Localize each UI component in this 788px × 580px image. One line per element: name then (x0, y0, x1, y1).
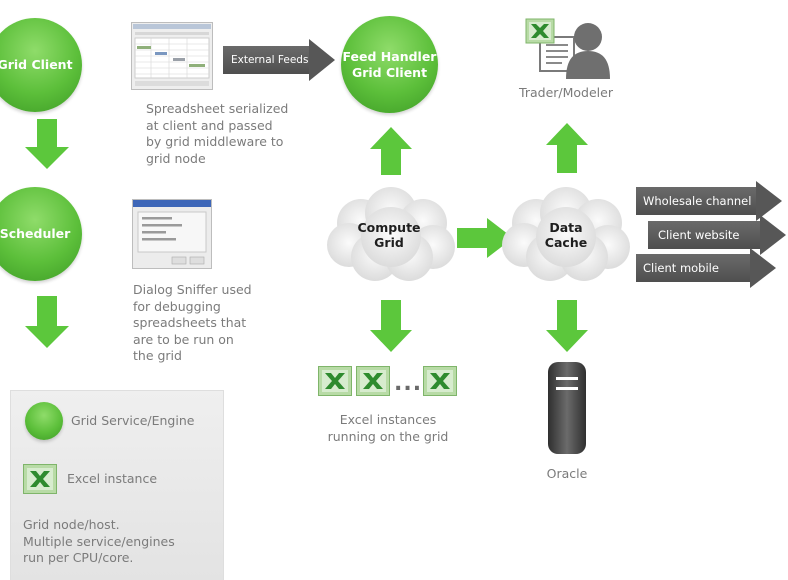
feed-handler-label: Feed Handler Grid Client (342, 48, 437, 80)
data-cache-label: Data Cache (544, 220, 588, 250)
compute-grid-cloud-icon (327, 187, 455, 281)
external-feeds-label: External Feeds (231, 54, 309, 66)
legend-grid-service-icon (25, 402, 63, 440)
legend-excel-label: Excel instance (67, 471, 158, 486)
trader-modeler-caption: Trader/Modeler (519, 85, 613, 100)
ellipsis-text: ... (394, 371, 423, 396)
client-website-arrow: Client website (648, 215, 788, 255)
down-arrow-icon (546, 300, 588, 352)
excel-icon (423, 366, 457, 396)
client-mobile-label: Client mobile (643, 261, 719, 275)
wholesale-channel-arrow: Wholesale channel (636, 181, 788, 221)
legend-panel: Grid Service/Engine Excel instance Grid … (10, 390, 224, 580)
trader-modeler-icon (525, 18, 610, 79)
legend-grid-service-label: Grid Service/Engine (71, 413, 195, 428)
excel-icon (356, 366, 390, 396)
data-cache-cloud-icon (502, 187, 630, 281)
client-website-label: Client website (658, 228, 740, 242)
excel-icon (318, 366, 352, 396)
feed-handler-node: Feed Handler Grid Client (341, 16, 438, 113)
spreadsheet-caption: Spreadsheet serialized at client and pas… (146, 101, 289, 166)
scheduler-node: Scheduler (0, 187, 82, 281)
grid-client-label: Grid Client (0, 57, 73, 72)
spreadsheet-screenshot-icon (131, 22, 213, 90)
down-arrow-icon (25, 119, 69, 169)
dialog-sniffer-caption: Dialog Sniffer used for debugging spread… (133, 282, 252, 363)
down-arrow-icon (25, 296, 69, 348)
legend-note: Grid node/host. Multiple service/engines… (23, 517, 175, 565)
external-feeds-arrow: External Feeds (223, 39, 335, 81)
up-arrow-icon (370, 127, 412, 175)
legend-excel-icon (23, 464, 57, 494)
right-arrow-icon (457, 218, 513, 258)
compute-grid-label: Compute Grid (357, 220, 421, 250)
down-arrow-icon (370, 300, 412, 352)
scheduler-label: Scheduler (0, 226, 71, 241)
up-arrow-icon (546, 123, 588, 173)
wholesale-channel-label: Wholesale channel (643, 194, 752, 208)
oracle-caption: Oracle (546, 466, 588, 481)
oracle-server-icon (548, 362, 586, 454)
grid-client-node: Grid Client (0, 18, 82, 112)
excel-instances-caption: Excel instances running on the grid (327, 412, 449, 444)
dialog-sniffer-screenshot-icon (132, 199, 212, 269)
client-mobile-arrow: Client mobile (636, 248, 788, 288)
